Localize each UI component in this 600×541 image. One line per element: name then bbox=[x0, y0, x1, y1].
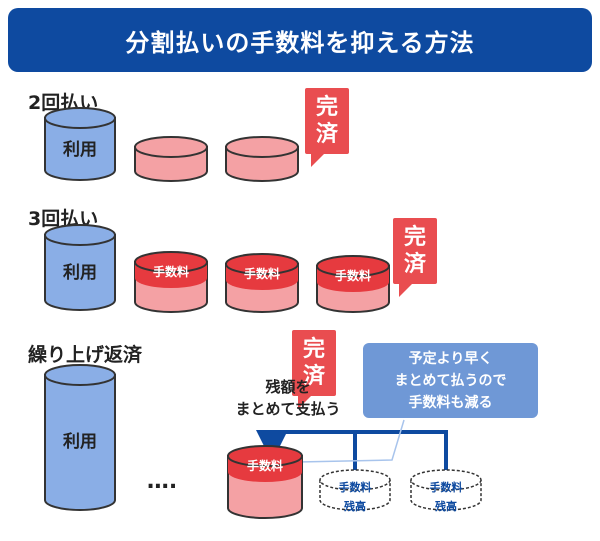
ellipsis: …. bbox=[147, 469, 177, 494]
fee-reduction-callout: 予定より早く まとめて払うので 手数料も減る bbox=[363, 343, 538, 418]
pay-remaining-note: 残額を まとめて支払う bbox=[214, 376, 362, 420]
fee-label-three-1: 手数料 bbox=[153, 264, 189, 279]
completed-tag-char-2: 済 bbox=[302, 364, 325, 389]
usage-cylinder-three: 利用 bbox=[44, 224, 116, 311]
completed-tag-early: 完 済 bbox=[292, 330, 336, 409]
note-line-2: まとめて支払う bbox=[235, 400, 341, 418]
callout-line-3: 手数料も減る bbox=[408, 395, 493, 411]
dashed-cylinder-1: 手数料 残高 bbox=[319, 469, 391, 513]
payment-cylinder-early: 手数料 bbox=[227, 445, 303, 519]
usage-cylinder-two: 利用 bbox=[44, 107, 116, 181]
callout-line-2: まとめて払うので bbox=[394, 373, 507, 389]
dashed-fee-label-2: 手数料 bbox=[430, 480, 463, 494]
payment-cylinder-three-2: 手数料 bbox=[225, 253, 299, 313]
dashed-fee-label-1: 手数料 bbox=[339, 480, 372, 494]
callout-line-1: 予定より早く bbox=[408, 351, 493, 367]
payment-cylinder-two-1 bbox=[134, 136, 208, 182]
usage-label-early: 利用 bbox=[63, 431, 97, 452]
usage-cylinder-early: 利用 bbox=[44, 364, 116, 511]
fee-label-early: 手数料 bbox=[247, 458, 283, 473]
diagram-title: 分割払いの手数料を抑える方法 bbox=[125, 28, 475, 57]
payment-cylinder-three-1: 手数料 bbox=[134, 251, 208, 313]
title-banner: 分割払いの手数料を抑える方法 bbox=[8, 8, 592, 72]
completed-tag-three: 完 済 bbox=[393, 218, 437, 297]
completed-tag-two: 完 済 bbox=[305, 88, 349, 167]
payment-cylinder-two-2 bbox=[225, 136, 299, 182]
dashed-balance-label-1: 残高 bbox=[344, 499, 366, 513]
completed-tag-char-1: 完 bbox=[403, 225, 426, 250]
completed-tag-char-1: 完 bbox=[315, 95, 338, 120]
completed-tag-char-2: 済 bbox=[403, 252, 426, 277]
fee-label-three-2: 手数料 bbox=[244, 266, 280, 281]
usage-label-two: 利用 bbox=[63, 139, 97, 160]
completed-tag-char-2: 済 bbox=[315, 122, 338, 147]
dashed-balance-label-2: 残高 bbox=[435, 499, 457, 513]
completed-tag-char-1: 完 bbox=[302, 337, 325, 362]
fee-label-three-3: 手数料 bbox=[335, 268, 371, 283]
section-label-early-repayment: 繰り上げ返済 bbox=[28, 344, 143, 366]
usage-label-three: 利用 bbox=[63, 262, 97, 283]
callout-pointer bbox=[297, 419, 405, 463]
note-line-1: 残額を bbox=[265, 378, 311, 396]
payment-cylinder-three-3: 手数料 bbox=[316, 255, 390, 313]
dashed-cylinder-2: 手数料 残高 bbox=[410, 469, 482, 513]
